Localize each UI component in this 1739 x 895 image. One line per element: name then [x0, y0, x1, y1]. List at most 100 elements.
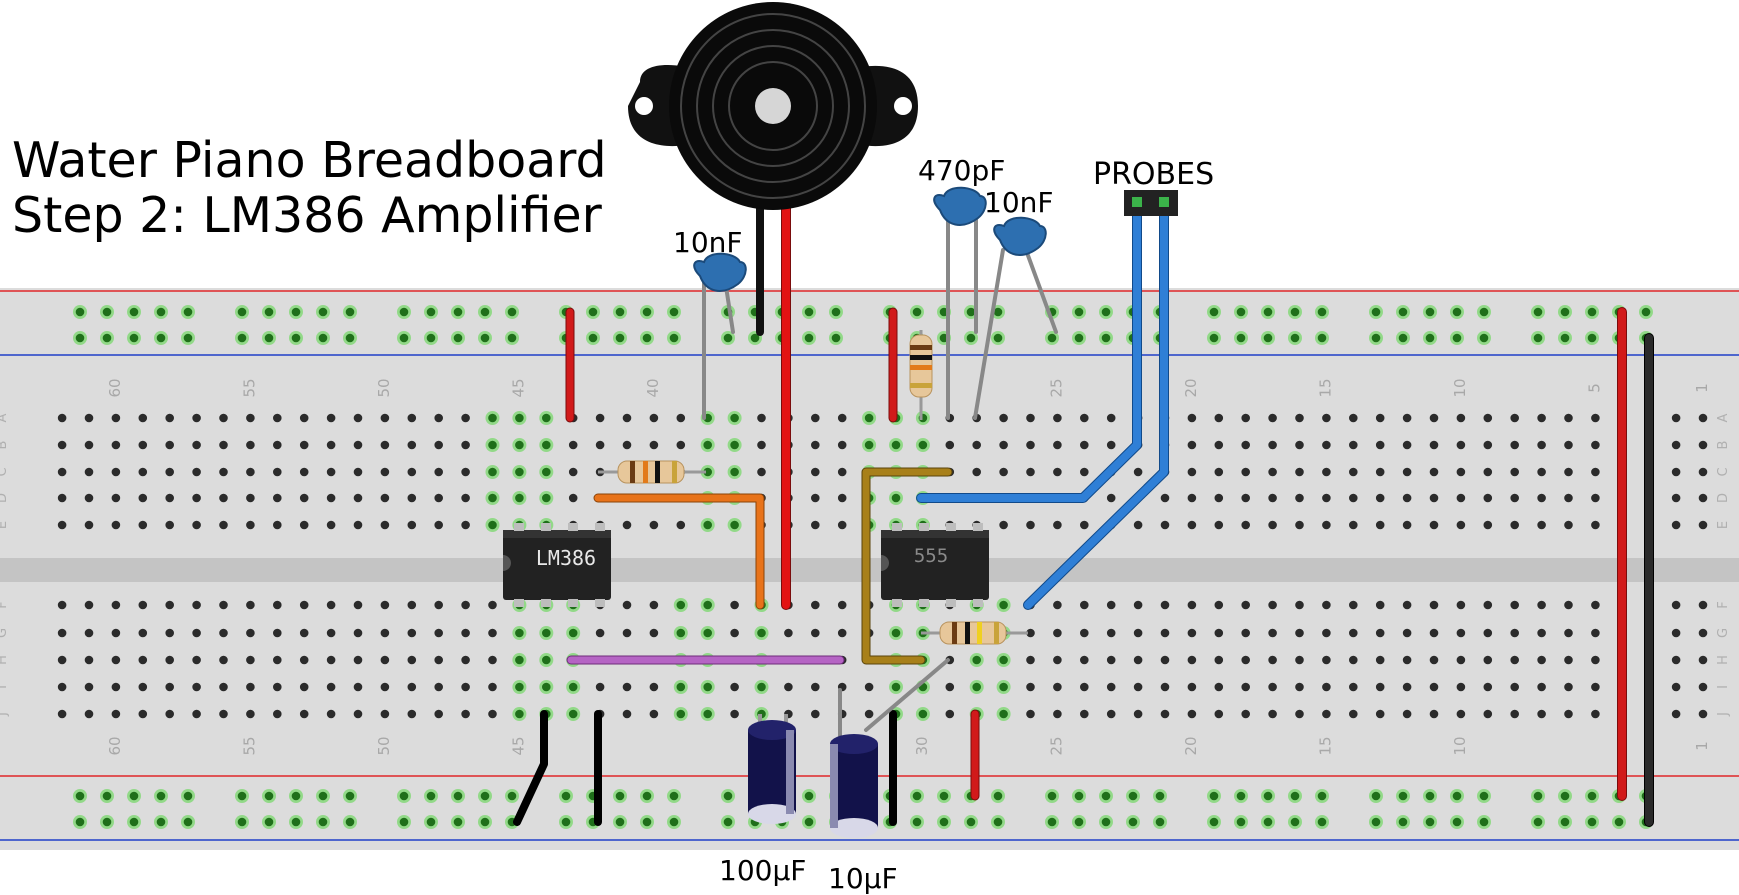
breadboard-hole	[515, 440, 524, 450]
resistor-555-timing	[921, 621, 1028, 645]
power-rail-hole	[129, 817, 139, 827]
breadboard-hole	[1214, 413, 1224, 423]
row-letter: H	[0, 655, 10, 665]
breadboard-hole	[192, 709, 201, 719]
breadboard-hole	[299, 413, 309, 423]
breadboard-hole	[1591, 440, 1600, 450]
breadboard-hole	[811, 413, 820, 423]
power-rail-hole	[1074, 307, 1084, 317]
breadboard-hole	[1322, 682, 1331, 692]
breadboard-hole	[1241, 682, 1250, 692]
breadboard-hole	[1671, 628, 1681, 638]
breadboard-hole	[730, 440, 739, 450]
breadboard-hole	[1510, 440, 1519, 450]
breadboard-hole	[1402, 493, 1412, 503]
breadboard-hole	[1026, 682, 1035, 692]
power-rail-hole	[1263, 307, 1273, 317]
label-100uf: 100µF	[719, 854, 806, 887]
breadboard-hole	[1483, 682, 1493, 692]
breadboard-hole	[326, 682, 336, 692]
breadboard-hole	[246, 440, 255, 450]
breadboard-hole	[246, 682, 255, 692]
breadboard-hole	[972, 467, 981, 477]
breadboard-hole	[57, 493, 67, 503]
breadboard-hole	[1671, 682, 1681, 692]
breadboard-hole	[1053, 628, 1062, 638]
breadboard-hole	[1295, 493, 1304, 503]
breadboard-hole	[1241, 520, 1250, 530]
column-number-lower: 1	[1693, 741, 1711, 751]
breadboard-hole	[1349, 709, 1358, 719]
breadboard-hole	[1160, 709, 1170, 719]
power-rail-hole	[1074, 817, 1084, 827]
breadboard-hole	[1053, 440, 1062, 450]
breadboard-hole	[784, 682, 793, 692]
breadboard-hole	[165, 655, 174, 665]
power-rail-hole	[1425, 817, 1435, 827]
breadboard-hole	[622, 682, 632, 692]
breadboard-hole	[1187, 600, 1197, 610]
power-rail-hole	[75, 333, 85, 343]
breadboard-hole	[811, 682, 820, 692]
breadboard-hole	[1241, 467, 1250, 477]
breadboard-hole	[1080, 655, 1089, 665]
power-rail-hole	[291, 817, 301, 827]
breadboard-hole	[353, 520, 363, 530]
cap-10nf-right-leg-1	[973, 248, 1005, 420]
breadboard-hole	[1026, 413, 1035, 423]
breadboard-hole	[1564, 682, 1573, 692]
breadboard-hole	[1483, 520, 1493, 530]
breadboard-hole	[1295, 655, 1304, 665]
breadboard-hole	[326, 655, 336, 665]
breadboard-hole	[138, 440, 148, 450]
power-rail-hole	[1209, 307, 1219, 317]
power-rail-hole	[1155, 817, 1165, 827]
breadboard-hole	[1160, 600, 1170, 610]
breadboard-hole	[219, 493, 228, 503]
column-number-upper: 20	[1182, 378, 1200, 397]
breadboard-hole	[1537, 709, 1546, 719]
breadboard-hole	[1214, 467, 1224, 477]
breadboard-hole	[1214, 682, 1224, 692]
breadboard-hole	[568, 440, 578, 450]
power-rail-hole	[237, 817, 247, 827]
power-rail-hole	[1587, 333, 1597, 343]
breadboard-hole	[1698, 413, 1708, 423]
breadboard-hole	[703, 709, 712, 719]
breadboard-hole	[1564, 709, 1573, 719]
power-rail-hole	[399, 817, 409, 827]
breadboard-hole	[1268, 520, 1277, 530]
black-jumper-45	[513, 710, 548, 826]
breadboard-hole	[1053, 600, 1062, 610]
power-rail-hole	[318, 817, 328, 827]
power-rail-hole	[345, 333, 355, 343]
row-letter: A	[1716, 413, 1731, 422]
power-rail-hole	[1236, 307, 1246, 317]
power-rail-hole	[399, 307, 409, 317]
breadboard-hole	[622, 709, 632, 719]
breadboard-hole	[1187, 682, 1197, 692]
column-number-upper: 15	[1316, 378, 1334, 397]
breadboard-hole	[1349, 520, 1358, 530]
power-rail-hole	[156, 307, 166, 317]
breadboard-hole	[192, 520, 201, 530]
breadboard-hole	[165, 628, 174, 638]
breadboard-hole	[353, 467, 363, 477]
breadboard-hole	[542, 655, 551, 665]
breadboard-hole	[1456, 440, 1466, 450]
power-rail-hole	[1128, 791, 1138, 801]
power-rail-hole	[966, 817, 976, 827]
breadboard-hole	[1564, 655, 1573, 665]
breadboard-hole	[138, 655, 148, 665]
power-rail-hole	[1236, 333, 1246, 343]
breadboard-hole	[84, 628, 94, 638]
breadboard-hole	[407, 600, 417, 610]
power-rail-hole	[156, 791, 166, 801]
power-rail-hole	[804, 817, 814, 827]
breadboard-hole	[1349, 493, 1358, 503]
breadboard-hole	[1106, 709, 1116, 719]
breadboard-hole	[1187, 467, 1197, 477]
breadboard-hole	[165, 467, 174, 477]
breadboard-hole	[837, 493, 847, 503]
breadboard-hole	[488, 467, 497, 477]
